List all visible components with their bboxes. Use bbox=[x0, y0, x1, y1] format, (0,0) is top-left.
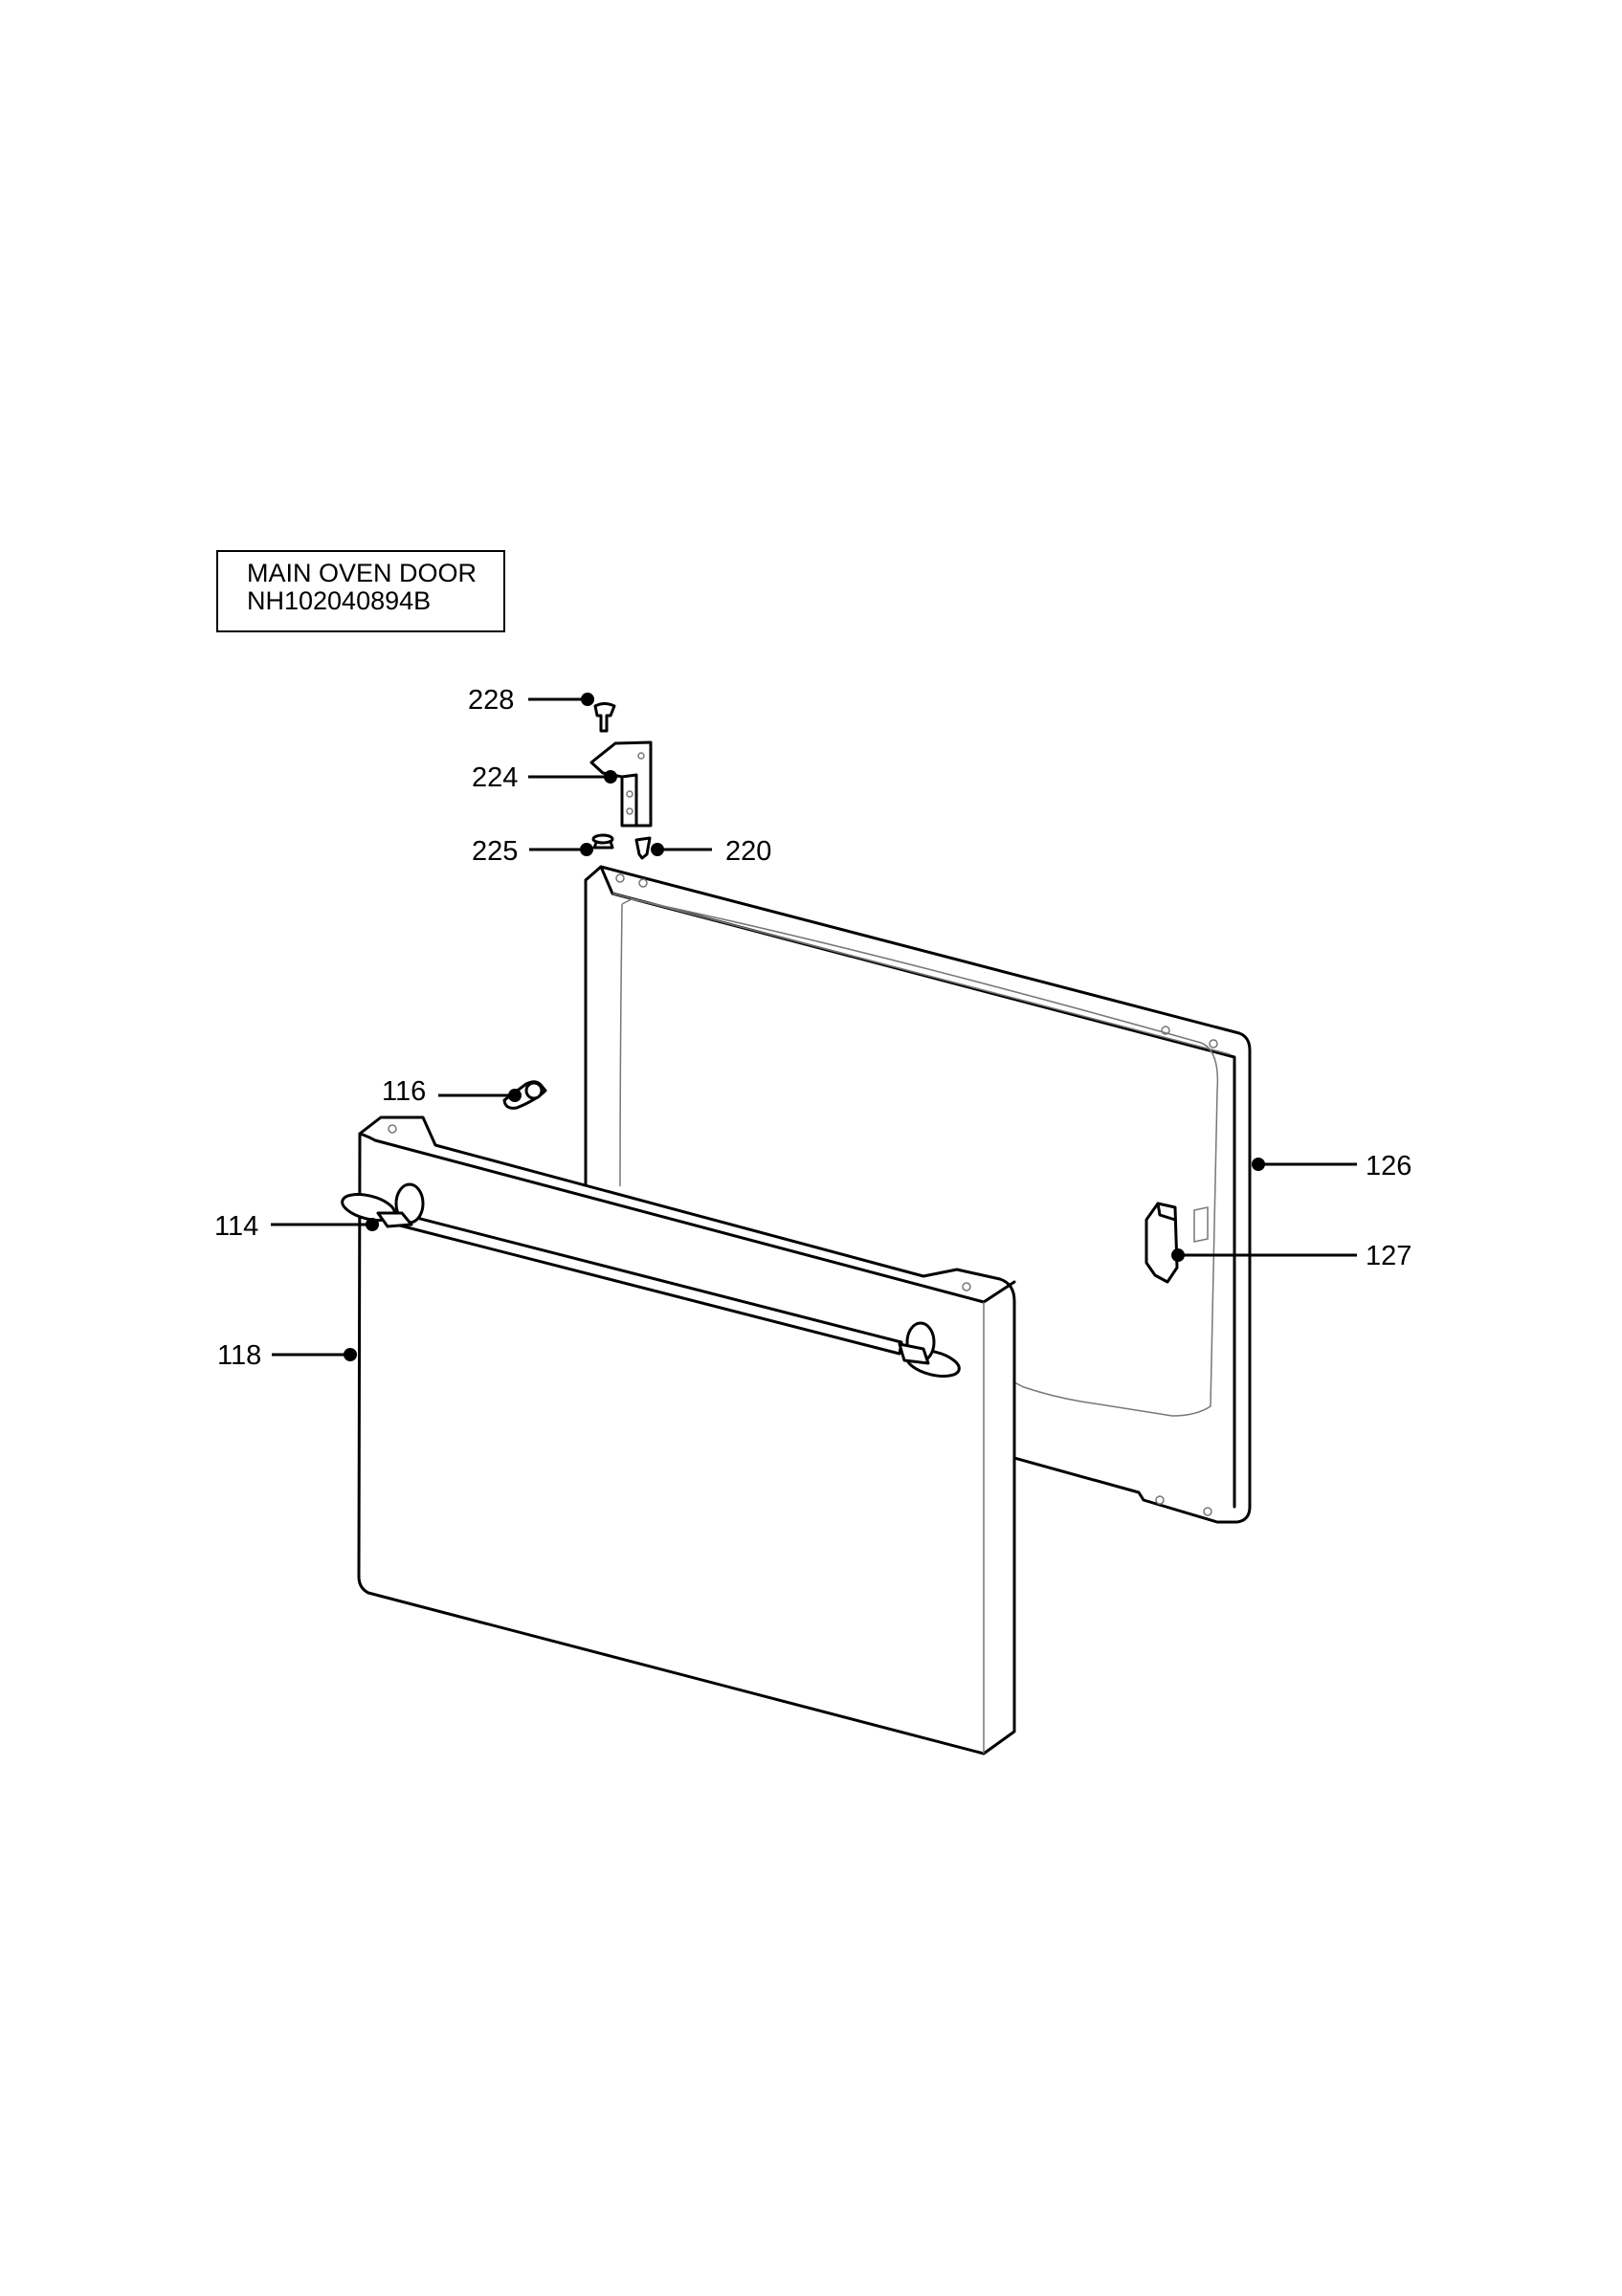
callout-126: 126 bbox=[1366, 1151, 1411, 1181]
callout-118: 118 bbox=[217, 1340, 261, 1371]
callout-225: 225 bbox=[472, 836, 518, 867]
leader-127 bbox=[1171, 1248, 1357, 1262]
title-line-2: NH102040894B bbox=[247, 586, 432, 615]
leader-225 bbox=[529, 843, 593, 856]
screw bbox=[593, 702, 616, 733]
outer-door-panel bbox=[357, 1115, 1016, 1755]
callout-224: 224 bbox=[472, 762, 518, 793]
leader-220 bbox=[651, 843, 712, 856]
title-line-1: MAIN OVEN DOOR bbox=[247, 559, 478, 587]
callout-220: 220 bbox=[725, 836, 771, 867]
callout-127: 127 bbox=[1366, 1241, 1411, 1271]
leader-114 bbox=[271, 1218, 379, 1231]
callout-228: 228 bbox=[468, 685, 514, 716]
bush bbox=[591, 833, 614, 850]
leader-224 bbox=[528, 770, 617, 784]
callout-114: 114 bbox=[214, 1211, 258, 1242]
leader-118 bbox=[272, 1348, 357, 1361]
leader-126 bbox=[1252, 1158, 1357, 1171]
pin bbox=[634, 836, 652, 860]
diagram-title-box: MAIN OVEN DOOR NH102040894B bbox=[216, 550, 505, 632]
leader-228 bbox=[528, 693, 594, 706]
hinge-bracket bbox=[589, 740, 653, 828]
door-catch bbox=[1144, 1202, 1209, 1284]
leader-116 bbox=[438, 1089, 522, 1102]
callout-116: 116 bbox=[382, 1076, 426, 1107]
door-handle bbox=[341, 1182, 961, 1378]
